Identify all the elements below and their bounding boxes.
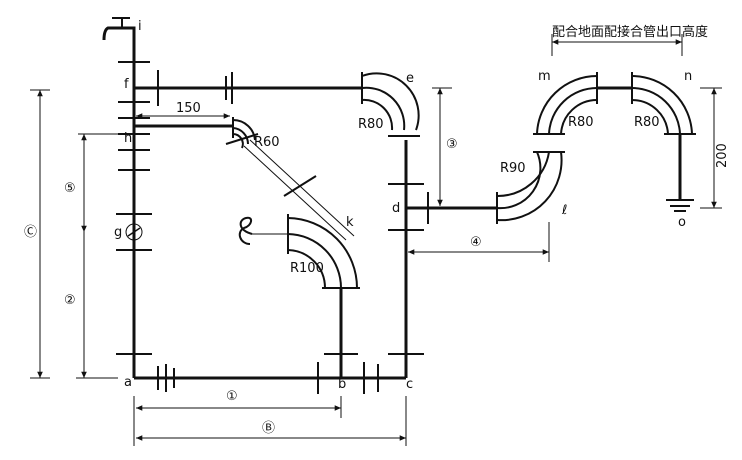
pipe-network <box>132 42 682 380</box>
pipe-segment-diagonal <box>243 145 347 241</box>
bend-h <box>225 117 259 149</box>
node-label-l: ℓ <box>561 203 567 218</box>
node-label-m: m <box>538 69 551 84</box>
dimension-label-1: ① <box>226 389 238 404</box>
node-label-k: k <box>346 215 354 230</box>
bend-l <box>496 151 565 224</box>
node-label-i: i <box>138 19 142 34</box>
bend-label-l: R90 <box>500 161 526 176</box>
bend-label-e: R80 <box>358 117 384 132</box>
node-label-o: o <box>678 215 686 230</box>
dimension-label-5: ⑤ <box>64 181 76 196</box>
dimension-label-200: 200 <box>715 143 730 168</box>
dimension-label-150: 150 <box>176 101 201 116</box>
dimension-label-4: ④ <box>470 235 482 250</box>
node-label-g: g <box>114 225 122 240</box>
bend-label-k: R100 <box>290 261 324 276</box>
gauge-icon <box>125 223 143 241</box>
bend-e <box>361 72 420 137</box>
node-label-f: f <box>124 77 129 92</box>
dimension-label-B: Ⓑ <box>262 421 275 436</box>
bend-label-n: R80 <box>634 115 660 130</box>
bend-k <box>287 214 360 289</box>
ground-icon <box>670 205 690 212</box>
node-label-n: n <box>684 69 692 84</box>
bend-m <box>533 72 598 135</box>
node-label-d: d <box>392 201 400 216</box>
dimension-label-C: Ⓒ <box>24 225 37 240</box>
dimension-label-3: ③ <box>446 137 458 152</box>
node-label-h: h <box>124 131 132 146</box>
bend-n <box>631 72 696 135</box>
node-labels: i f h g a b c d e k ℓ m n o <box>114 19 692 392</box>
dimension-lines <box>30 34 722 446</box>
node-label-b: b <box>338 377 346 392</box>
coil-icon <box>238 216 253 245</box>
node-label-e: e <box>406 71 414 86</box>
bend-labels: R80 R60 R100 R90 R80 R80 <box>254 115 660 276</box>
node-label-a: a <box>124 375 132 390</box>
bend-label-m: R80 <box>568 115 594 130</box>
dimension-labels: Ⓒ ⑤ ② 150 ① Ⓑ ③ ④ 200 配合地面配接合管出口高度 <box>24 24 730 436</box>
flanges <box>116 61 694 394</box>
bend-label-h: R60 <box>254 135 280 150</box>
dimension-label-2: ② <box>64 293 76 308</box>
node-label-c: c <box>406 377 413 392</box>
dimension-label-top-note: 配合地面配接合管出口高度 <box>552 24 708 40</box>
faucet-icon <box>102 17 136 42</box>
pipe-segment-diagonal <box>249 139 355 237</box>
